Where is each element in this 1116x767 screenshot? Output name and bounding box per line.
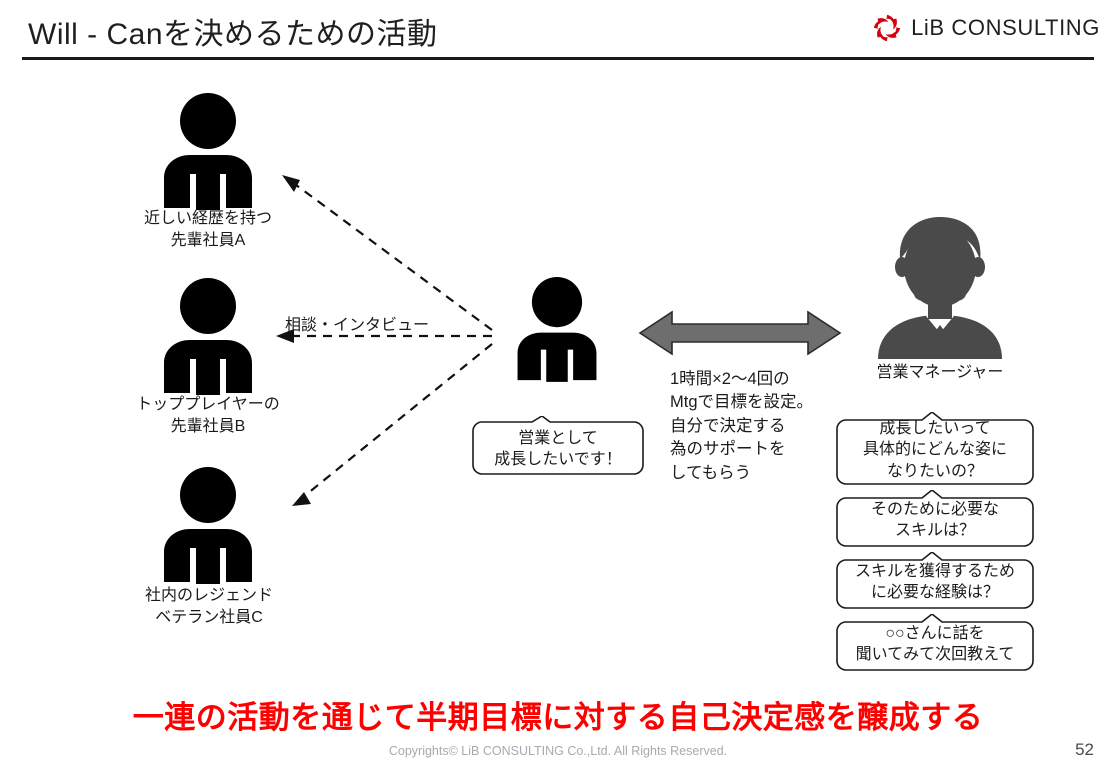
caption-manager: 営業マネージャー (876, 364, 1004, 381)
dashed-arrow-to-veteran-c (292, 343, 493, 506)
page-number: 52 (1075, 740, 1094, 759)
bubble-manager-question-4-text: ○○さんに話を 聞いてみて次回教えて (855, 624, 1015, 663)
interview-connector-label: 相談・インタビュー (285, 317, 430, 334)
logo-text: LiB CONSULTING (911, 15, 1100, 40)
caption-veteran-c: 社内のレジェンド ベテラン社員C (144, 587, 273, 626)
bubble-manager-question-2-text: そのために必要な スキルは？ (870, 500, 999, 539)
bubble-employee-wish-text: 営業として 成長したいです！ (494, 429, 622, 468)
caption-senior-a: 近しい経歴を持つ 先輩社員A (143, 210, 272, 249)
bubble-manager-question-3-text: スキルを獲得するため に必要な経験は？ (854, 562, 1015, 601)
bubble-manager-question-4: ○○さんに話を 聞いてみて次回教えて (836, 614, 1034, 671)
person-senior-b (150, 277, 266, 395)
dashed-arrow-to-senior-a (282, 175, 493, 331)
mtg-note-text: 1時間×2〜4回の Mtgで目標を設定。 自分で決定する 為のサポートを しても… (670, 370, 814, 482)
person-veteran-c (150, 466, 266, 584)
conclusion-text: 一連の活動を通じて半期目標に対する自己決定感を醸成する (132, 700, 984, 735)
header-divider (22, 57, 1094, 60)
bubble-manager-question-1: 成長したいって 具体的にどんな姿に なりたいの？ (836, 412, 1034, 485)
person-senior-a (150, 92, 266, 210)
person-center-employee (505, 275, 609, 383)
bubble-employee-wish: 営業として 成長したいです！ (472, 416, 644, 475)
bubble-manager-question-3: スキルを獲得するため に必要な経験は？ (836, 552, 1034, 609)
copyright-text: Copyrights© LiB CONSULTING Co.,Ltd. All … (388, 744, 728, 758)
caption-senior-b: トッププレイヤーの 先輩社員B (136, 396, 280, 435)
bubble-manager-question-1-text: 成長したいって 具体的にどんな姿に なりたいの？ (862, 420, 1007, 480)
slide-header: Will - Canを決めるための活動 (0, 0, 1116, 62)
person-manager (866, 215, 1014, 360)
page-title: Will - Canを決めるための活動 (28, 18, 438, 51)
double-headed-arrow (638, 310, 842, 356)
lib-spiral-logo-icon (872, 13, 902, 43)
bubble-manager-question-2: そのために必要な スキルは？ (836, 490, 1034, 547)
brand-logo: LiB CONSULTING (872, 12, 1100, 44)
